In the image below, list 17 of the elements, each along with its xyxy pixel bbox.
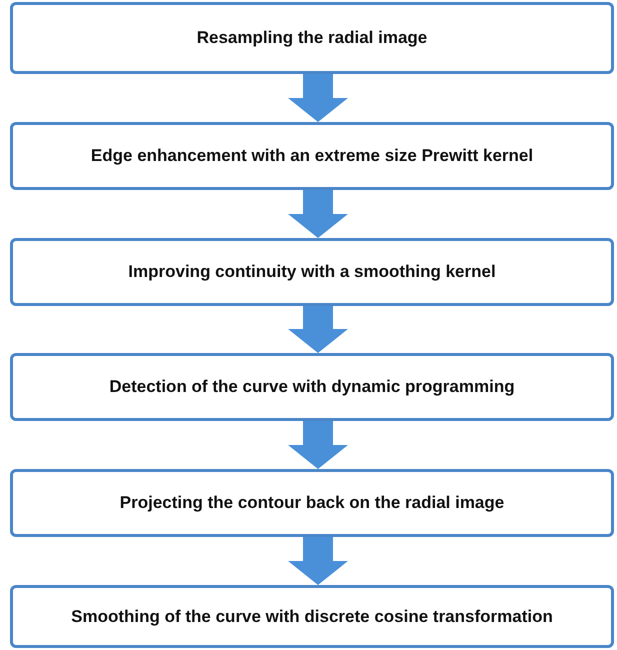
process-box <box>10 238 614 306</box>
process-box <box>10 122 614 190</box>
arrow <box>288 190 348 238</box>
step-label: Resampling the radial image <box>196 28 428 48</box>
arrow <box>288 537 348 585</box>
step-label: Projecting the contour back on the radial image <box>120 493 504 513</box>
arrow <box>288 74 348 122</box>
arrow <box>288 421 348 469</box>
step-label: Smoothing of the curve with discrete cosine transformation <box>71 606 553 626</box>
process-box <box>10 2 614 74</box>
process-box <box>10 469 614 537</box>
process-box <box>10 585 614 648</box>
step-label: Detection of the curve with dynamic programming <box>109 377 515 397</box>
arrow <box>288 306 348 353</box>
process-box <box>10 353 614 421</box>
step-label: Edge enhancement with an extreme size Prewitt kernel <box>90 146 534 166</box>
step-label: Improving continuity with a smoothing kernel <box>128 262 496 282</box>
